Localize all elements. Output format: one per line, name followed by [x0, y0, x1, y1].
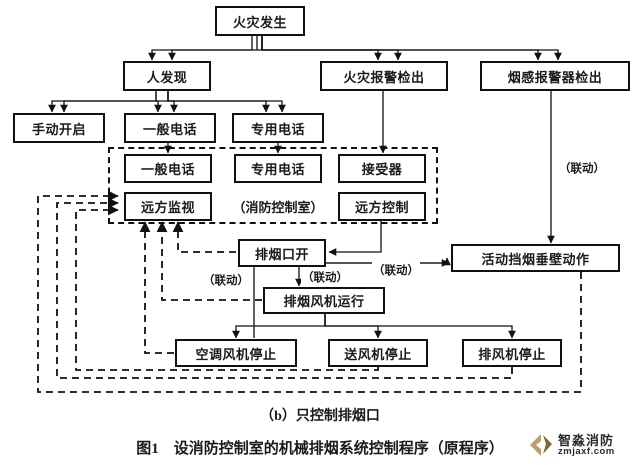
node-fire-occurs[interactable]: 火灾发生 — [215, 6, 305, 36]
node-movable-smoke-baffle[interactable]: 活动挡烟垂壁动作 — [451, 244, 620, 272]
edge-label-linkage-vent-left: （联动） — [202, 272, 250, 288]
node-supply-fan-stop[interactable]: 送风机停止 — [328, 339, 428, 367]
node-receiver[interactable]: 接受器 — [338, 154, 426, 183]
node-manual-open[interactable]: 手动开启 — [13, 113, 105, 143]
watermark: 智淼消防 zmjaxf.com — [528, 430, 632, 464]
node-smoke-exhaust-fan-run[interactable]: 排烟风机运行 — [263, 287, 385, 314]
watermark-brand: 智淼消防 — [558, 433, 615, 448]
label-fire-control-room: （消防控制室） — [232, 200, 324, 215]
watermark-site: zmjaxf.com — [558, 446, 615, 457]
watermark-logo-icon — [530, 434, 552, 456]
figure-caption: 图1 设消防控制室的机械排烟系统控制程序（原程序） — [136, 441, 504, 457]
edge-label-linkage-vent-baffle: （联动） — [372, 262, 420, 278]
edge-label-linkage-right: （联动） — [558, 160, 606, 176]
node-person-detects[interactable]: 人发现 — [123, 61, 211, 91]
edge-label-linkage-vent-mid: （联动） — [301, 269, 349, 285]
node-dedicated-phone-outer[interactable]: 专用电话 — [232, 113, 324, 143]
node-smoke-vent-open[interactable]: 排烟口开 — [238, 239, 326, 267]
fire-control-room-enclosure — [108, 147, 438, 224]
node-remote-control[interactable]: 远方控制 — [338, 192, 426, 221]
figure-subcaption: （b）只控制排烟口 — [260, 409, 380, 424]
node-dedicated-phone-inner[interactable]: 专用电话 — [234, 154, 322, 183]
node-exhaust-fan-stop[interactable]: 排风机停止 — [462, 339, 562, 367]
node-smoke-detector-detected[interactable]: 烟感报警器检出 — [480, 61, 630, 91]
node-general-phone-outer[interactable]: 一般电话 — [124, 113, 216, 143]
node-remote-monitor[interactable]: 远方监视 — [124, 192, 212, 221]
node-ac-fan-stop[interactable]: 空调风机停止 — [175, 339, 297, 367]
node-fire-alarm-detected[interactable]: 火灾报警检出 — [320, 61, 448, 91]
node-general-phone-inner[interactable]: 一般电话 — [124, 154, 212, 183]
